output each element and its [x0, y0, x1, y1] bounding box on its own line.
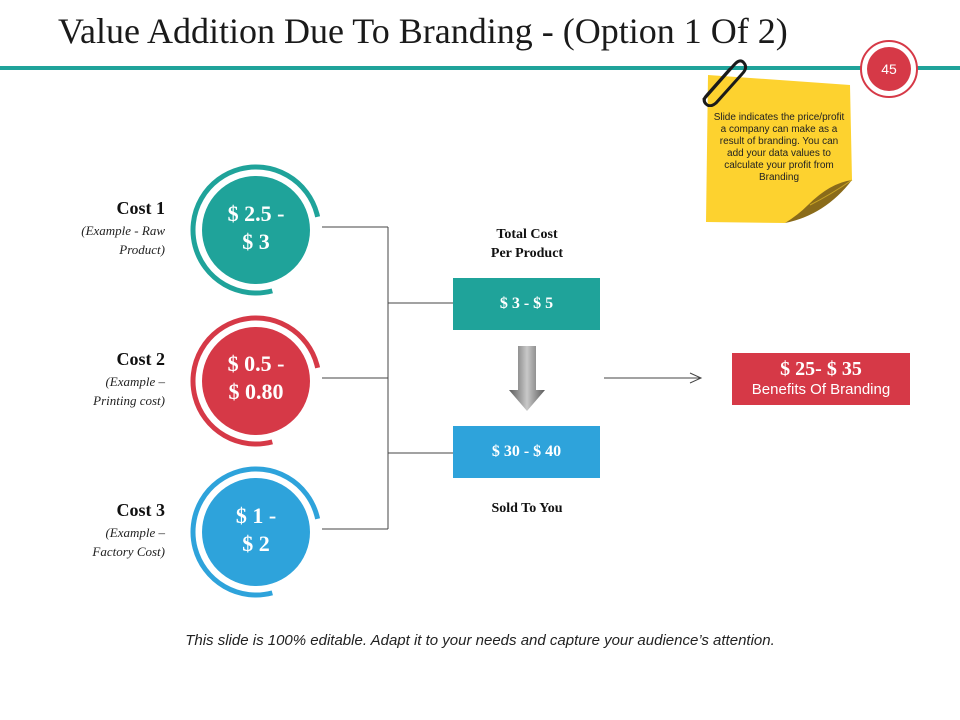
page-number-badge: 45 — [860, 40, 918, 98]
benefit-label: Benefits Of Branding — [751, 381, 891, 398]
down-arrow-icon — [509, 346, 545, 411]
cost-1-value: $ 2.5 -$ 3 — [227, 201, 285, 254]
sticky-note-text: Slide indicates the price/profit a compa… — [713, 112, 845, 183]
total-cost-box: $ 3 - $ 5 — [453, 278, 600, 330]
cost-3-value: $ 1 -$ 2 — [235, 503, 277, 556]
benefit-box: $ 25- $ 35 Benefits Of Branding — [732, 353, 910, 405]
cost-2-subtitle: (Example –Printing cost) — [93, 374, 165, 408]
cost-3-title: Cost 3 — [116, 500, 166, 520]
cost-2-circle — [190, 315, 322, 447]
cost-2-value: $ 0.5 -$ 0.80 — [227, 351, 285, 404]
sold-price-box: $ 30 - $ 40 — [453, 426, 600, 478]
cost-3-subtitle: (Example –Factory Cost) — [92, 525, 165, 559]
sticky-note — [706, 75, 853, 223]
paperclip-icon — [702, 59, 748, 107]
cost-3-circle — [190, 466, 322, 598]
page-number: 45 — [867, 47, 911, 91]
benefit-value: $ 25- $ 35 — [780, 358, 862, 380]
cost-1-title: Cost 1 — [116, 198, 166, 218]
sold-label: Sold To You — [491, 501, 563, 516]
title-underline — [0, 66, 960, 70]
cost-1-circle — [190, 164, 322, 296]
cost-2-title: Cost 2 — [116, 349, 166, 369]
slide-title: Value Addition Due To Branding - (Option… — [58, 11, 788, 51]
footer-text: This slide is 100% editable. Adapt it to… — [185, 632, 775, 649]
